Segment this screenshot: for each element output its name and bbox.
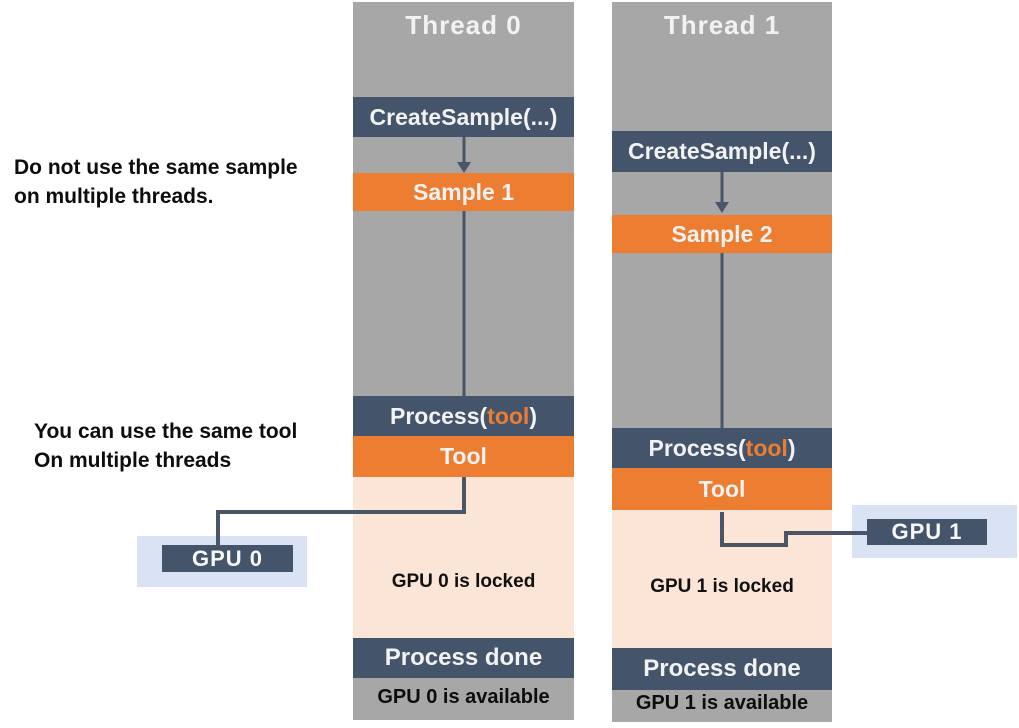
process-label-prefix: Process( (390, 402, 488, 429)
gpu-1-callout: GPU 1 (852, 505, 1017, 558)
thread-1-sample-box: Sample 2 (612, 215, 832, 253)
thread-0-create-sample-box: CreateSample(...) (353, 97, 574, 137)
note-line: You can use the same tool (34, 420, 298, 443)
thread-1-tool-box: Tool (612, 468, 832, 512)
gpu-1-box: GPU 1 (867, 519, 987, 545)
process-label-arg: tool (487, 402, 530, 429)
thread-0-column: Thread 0 CreateSample(...) Sample 1 Proc… (353, 2, 574, 720)
process-label-suffix: ) (529, 402, 537, 429)
thread-1-gpu-available-label: GPU 1 is available (635, 692, 809, 714)
note-line: On multiple threads (34, 449, 232, 472)
thread-1-process-done-box: Process done (612, 648, 832, 690)
thread-1-process-box: Process(tool) (612, 428, 832, 468)
thread-0-tool-box: Tool (353, 436, 574, 479)
process-label-arg: tool (745, 434, 788, 461)
thread-0-gpu-locked-label: GPU 0 is locked (391, 571, 536, 592)
process-label-suffix: ) (787, 434, 796, 461)
thread-0-gpu-locked-region: GPU 0 is locked (353, 477, 574, 638)
thread-0-gpu-available-label: GPU 0 is available (377, 686, 550, 708)
thread-0-process-done-box: Process done (353, 638, 574, 678)
thread-1-title: Thread 1 (663, 10, 781, 40)
thread-1-gpu-locked-region: GPU 1 is locked (612, 510, 832, 648)
note-line: Do not use the same sample (14, 156, 298, 179)
thread-1-column: Thread 1 CreateSample(...) Sample 2 Proc… (612, 2, 832, 722)
thread-1-gpu-locked-label: GPU 1 is locked (650, 576, 794, 597)
thread-0-sample-box: Sample 1 (353, 173, 574, 211)
gpu-0-callout: GPU 0 (137, 536, 307, 587)
note-sample-threads: Do not use the same sample on multiple t… (14, 153, 298, 211)
gpu-0-box: GPU 0 (162, 545, 293, 572)
thread-1-create-sample-box: CreateSample(...) (612, 131, 832, 172)
note-line: on multiple threads. (14, 185, 214, 208)
process-label-prefix: Process( (648, 434, 746, 461)
thread-0-process-box: Process(tool) (353, 396, 574, 436)
note-tool-threads: You can use the same tool On multiple th… (34, 417, 297, 475)
thread-0-title: Thread 0 (405, 10, 522, 40)
